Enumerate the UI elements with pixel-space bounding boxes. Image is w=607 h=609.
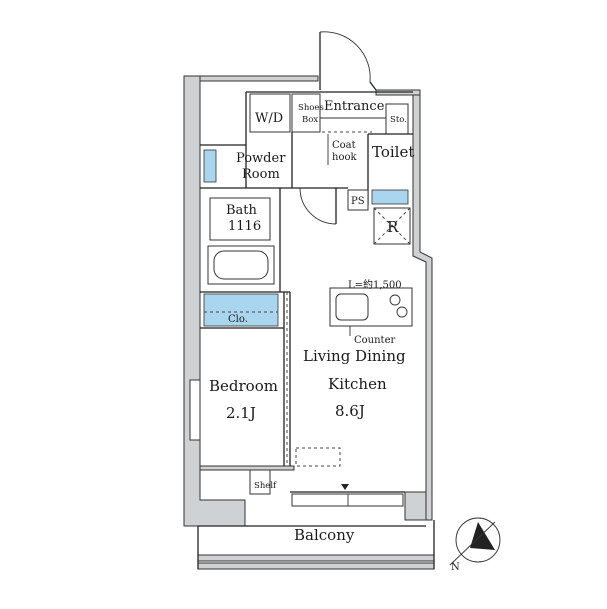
label-kitchen: Kitchen [328,375,387,393]
label-room: Room [242,167,280,182]
label-bath-size: 1116 [228,219,261,234]
label-entrance: Entrance [324,99,385,114]
label-powder: Powder [236,151,286,166]
label-living-dining: Living Dining [303,347,406,365]
interior-walls [189,31,435,569]
label-bedroom: Bedroom [209,377,278,395]
label-counter: Counter [354,335,395,346]
label-ldk-size: 8.6J [335,402,365,420]
label-bath: Bath [226,203,258,218]
label-ps: PS [351,196,365,207]
label-coat: Coat [332,140,356,151]
label-kitchen-length: L=約1,500 [348,278,402,291]
label-north: N [451,562,460,573]
label-hook: hook [332,152,357,163]
label-storage: Sto. [390,115,407,125]
labels: Entrance Shoes Box W/D Sto. Coat hook To… [209,99,460,573]
label-closet: Clo. [228,314,248,325]
label-refrigerator: R [387,218,399,236]
label-wd: W/D [255,111,283,126]
label-toilet: Toilet [372,143,414,161]
north-compass [449,517,501,566]
label-box: Box [302,115,318,125]
label-shelf: Shelf [254,481,277,491]
label-shoes: Shoes [298,103,324,113]
label-balcony: Balcony [294,526,355,544]
label-bedroom-size: 2.1J [226,404,256,422]
